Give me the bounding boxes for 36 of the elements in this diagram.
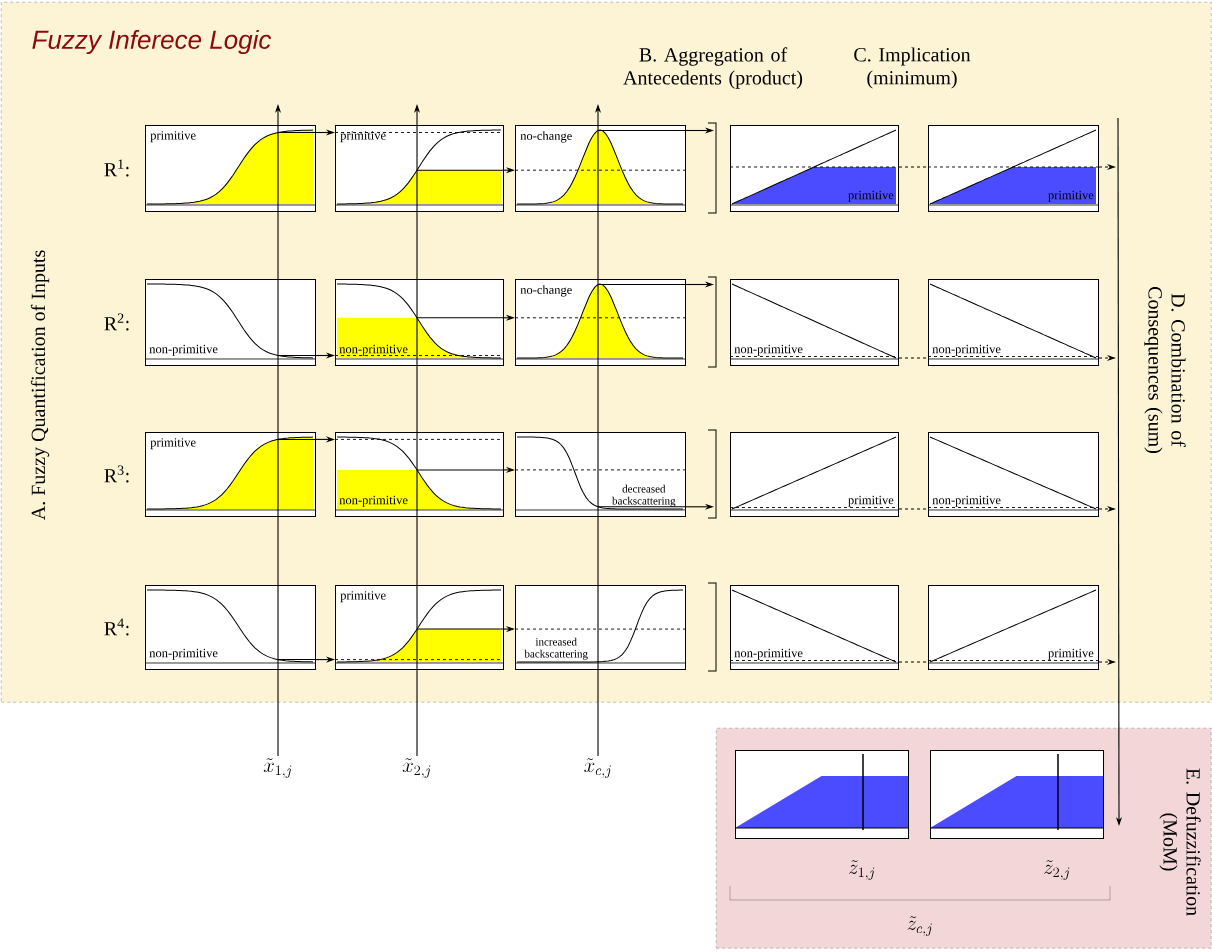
plot-label: primitive: [340, 591, 386, 603]
plot-label: non-primitive: [734, 648, 803, 660]
section-heading: B. Aggregation of Antecedents (product): [623, 47, 803, 89]
plot-label: primitive: [150, 438, 196, 450]
plot-label: non-primitive: [734, 344, 803, 356]
plot-label: non-primitive: [339, 344, 408, 356]
output-label: $\tilde{z}_{2,j}$: [1044, 860, 1070, 880]
section-heading: C. Implication (minimum): [854, 47, 971, 89]
section-heading: D. Combination of Consequences (sum): [1144, 286, 1186, 453]
plot-label: non-primitive: [339, 495, 408, 507]
connector-line: [898, 166, 929, 168]
plot-label: non-primitive: [149, 344, 218, 356]
plot-label: primitive: [150, 131, 196, 143]
plot-label: primitive: [848, 495, 894, 507]
plot-label: no-change: [520, 131, 572, 143]
plot-label: primitive: [1048, 648, 1094, 660]
output-label: $\tilde{z}_{c,j}$: [907, 916, 932, 936]
connector-line: [898, 661, 929, 663]
output-label: $\tilde{z}_{1,j}$: [849, 860, 875, 880]
input-label: $\tilde{x}_{1,j}$: [263, 758, 292, 778]
plot-label: no-change: [520, 285, 572, 297]
plot-label: decreased backscattering: [612, 484, 676, 507]
plot-label: non-primitive: [932, 344, 1001, 356]
connector-line: [898, 357, 929, 359]
plot-label: increased backscattering: [524, 637, 588, 660]
input-label: $\tilde{x}_{c,j}$: [584, 758, 611, 778]
section-heading: E. Defuzzification (MoM): [1159, 768, 1201, 916]
input-label: $\tilde{x}_{2,j}$: [402, 758, 431, 778]
plot-label: primitive: [1048, 190, 1094, 202]
connector-line: [898, 508, 929, 510]
plot-label: non-primitive: [149, 648, 218, 660]
plot-label: non-primitive: [932, 495, 1001, 507]
plot-label: primitive: [848, 190, 894, 202]
section-heading: A. Fuzzy Quantification of Inputs: [30, 250, 50, 521]
plot-label: primitive: [340, 131, 386, 143]
title: Fuzzy Inferece Logic: [32, 29, 272, 55]
